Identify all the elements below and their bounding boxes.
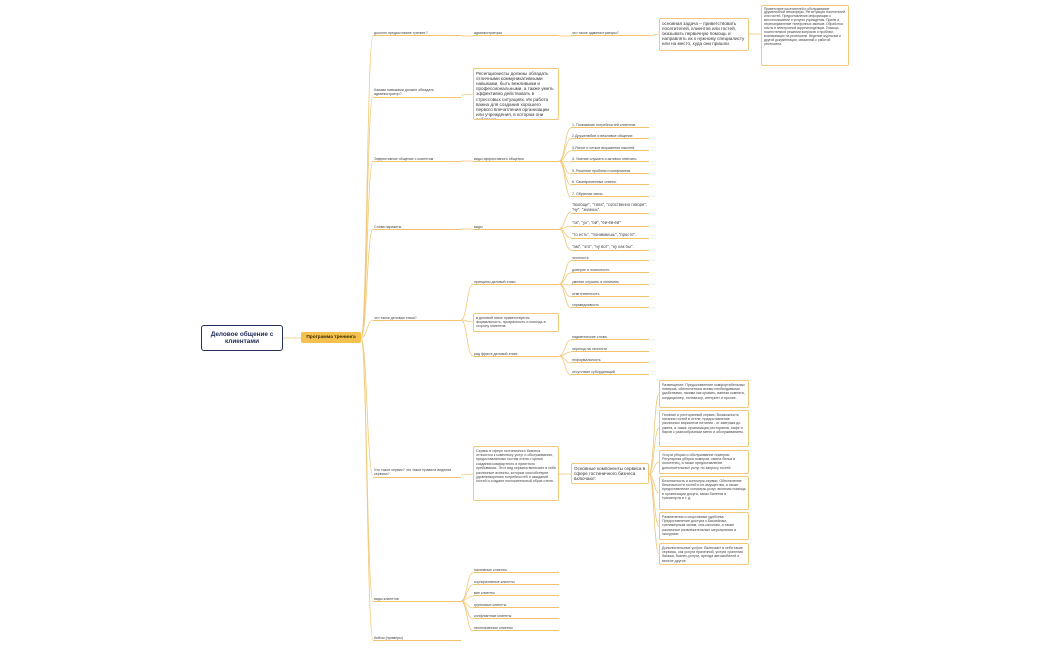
connector-line — [360, 160, 374, 339]
connector-line — [558, 160, 572, 198]
service-item[interactable]: Услуги уборки и обслуживание номеров: Ре… — [659, 450, 749, 474]
parasite-item[interactable]: "вообще", "типа", "собственно говоря", "… — [571, 203, 649, 214]
connector-line — [558, 355, 572, 376]
ways-node[interactable]: виды эффективного общения — [473, 157, 559, 163]
connector-line — [558, 225, 572, 230]
connector-line — [648, 33, 660, 37]
connector-line — [360, 319, 374, 339]
connector-line — [360, 228, 374, 339]
client-type-item[interactable]: групповые клиенты — [473, 603, 559, 609]
service-item[interactable]: Дополнительные услуги: Включают в себя т… — [659, 543, 749, 565]
way-item[interactable]: 5. Решение проблем и конфликтов. — [571, 169, 649, 175]
client-type-item[interactable]: конфликтные клиенты — [473, 614, 559, 620]
service-item[interactable]: Развлечения и спортивные удобства: Предо… — [659, 512, 749, 540]
violation-item[interactable]: надменческие слова — [571, 335, 649, 341]
client-type-item[interactable]: вип клиенты — [473, 591, 559, 597]
connector-line — [558, 283, 572, 309]
branch-parasite-words[interactable]: Слова паразиты — [373, 225, 461, 231]
principle-item[interactable]: честность — [571, 256, 649, 262]
principle-item[interactable]: ответственность — [571, 292, 649, 298]
principle-item[interactable]: умение слушать и понимать — [571, 280, 649, 286]
violation-item[interactable]: переход на личности — [571, 347, 649, 353]
way-item[interactable]: 2.Дружелюбие и вежливое общение. — [571, 134, 649, 140]
branch-client-types[interactable]: виды клиентов — [373, 597, 461, 603]
connector-line — [360, 337, 374, 641]
violation-item[interactable]: неформальность — [571, 358, 649, 364]
admin-node[interactable]: администраторы — [473, 31, 559, 37]
kinds-node[interactable]: виды — [473, 225, 559, 231]
service-main-box[interactable]: Основные компоненты сервиса в сфере гост… — [571, 463, 649, 484]
way-item[interactable]: 6. Своевременные ответы. — [571, 180, 649, 186]
parasite-item[interactable]: "ам", "это", "ну вот", "ну как бы". — [571, 245, 649, 251]
connector-line — [360, 337, 374, 476]
connector-line — [648, 473, 660, 555]
branch-admin-skills[interactable]: Какими навыками должен обладать админист… — [373, 88, 461, 98]
connector-line — [460, 319, 474, 323]
connector-line — [648, 461, 660, 475]
connector-line — [360, 94, 374, 339]
branch-service[interactable]: Что такое сервис? что такое правила веде… — [373, 468, 461, 478]
skills-box[interactable]: Ресепционисты должны обладать отличными … — [473, 68, 559, 120]
service-item[interactable]: Размещение: Предоставление комфортабельн… — [659, 380, 749, 408]
connector-line — [460, 283, 474, 321]
violations-node[interactable]: ряд фраз в деловой этике — [473, 352, 559, 358]
branch-before-training[interactable]: доколго предыстовине тренинг? — [373, 31, 461, 37]
way-item[interactable]: 4. Умение слушать и активно отвечать. — [571, 157, 649, 163]
way-item[interactable]: 7. Обратная связь. — [571, 192, 649, 198]
connector-line — [460, 473, 474, 476]
parasite-item[interactable]: "то есть", "понимаешь", "просто". — [571, 233, 649, 239]
way-item[interactable]: 3.Ясное и четкое выражение мыслей. — [571, 146, 649, 152]
connector-line — [558, 260, 572, 285]
service-desc-box[interactable]: Сервис в сфере гостиничного бизнеса отно… — [473, 446, 559, 501]
connector-line — [558, 272, 572, 285]
connector-line — [460, 600, 474, 632]
main-topic-node[interactable]: Программа тренинга — [301, 332, 361, 343]
branch-effective-communication[interactable]: Эффективное общение с клиентом — [373, 157, 461, 163]
connector-line — [460, 572, 474, 602]
ethics-desc-box[interactable]: в деловой этике приветствуется формально… — [473, 313, 559, 332]
parasite-item[interactable]: "ок", "ух", "ой", "ёй-ёй-ёй" — [571, 221, 649, 227]
principle-item[interactable]: справедливость — [571, 303, 649, 309]
admin-task-box[interactable]: основная задача – приветствовать посетит… — [659, 18, 749, 51]
principle-item[interactable]: доверие и лояльность — [571, 268, 649, 274]
client-type-item[interactable]: корпоративные клиенты — [473, 580, 559, 586]
connector-line — [460, 93, 474, 96]
principles-node[interactable]: принципы деловой этики — [473, 280, 559, 286]
connector-line — [460, 319, 474, 357]
admin-duties-box[interactable]: Приветствие посетителей и обслуживание д… — [761, 5, 849, 66]
root-node[interactable]: Деловое общение с клиентами — [201, 325, 283, 351]
connector-line — [648, 393, 660, 475]
client-type-item[interactable]: неопознанные клиенты — [473, 626, 559, 632]
connector-line — [360, 35, 374, 339]
branch-business-ethics[interactable]: что такое деловая этика? — [373, 316, 461, 322]
branch-cases[interactable]: Кейсы (примеры) — [373, 636, 461, 642]
connector-line — [558, 228, 572, 251]
service-item[interactable]: Безопасность и консьерж-сервис: Обеспече… — [659, 476, 749, 510]
connector-line — [648, 427, 660, 475]
violation-item[interactable]: отсутствие субординаций — [571, 370, 649, 376]
service-item[interactable]: Питание и ресторанный сервис: Возможност… — [659, 410, 749, 447]
connector-line — [558, 211, 572, 230]
client-type-item[interactable]: пассивные клиенты — [473, 568, 559, 574]
what-is-admin-node[interactable]: что такое администраторы? — [571, 31, 649, 37]
way-item[interactable]: 1. Понимание потребностей клиентов. — [571, 123, 649, 129]
